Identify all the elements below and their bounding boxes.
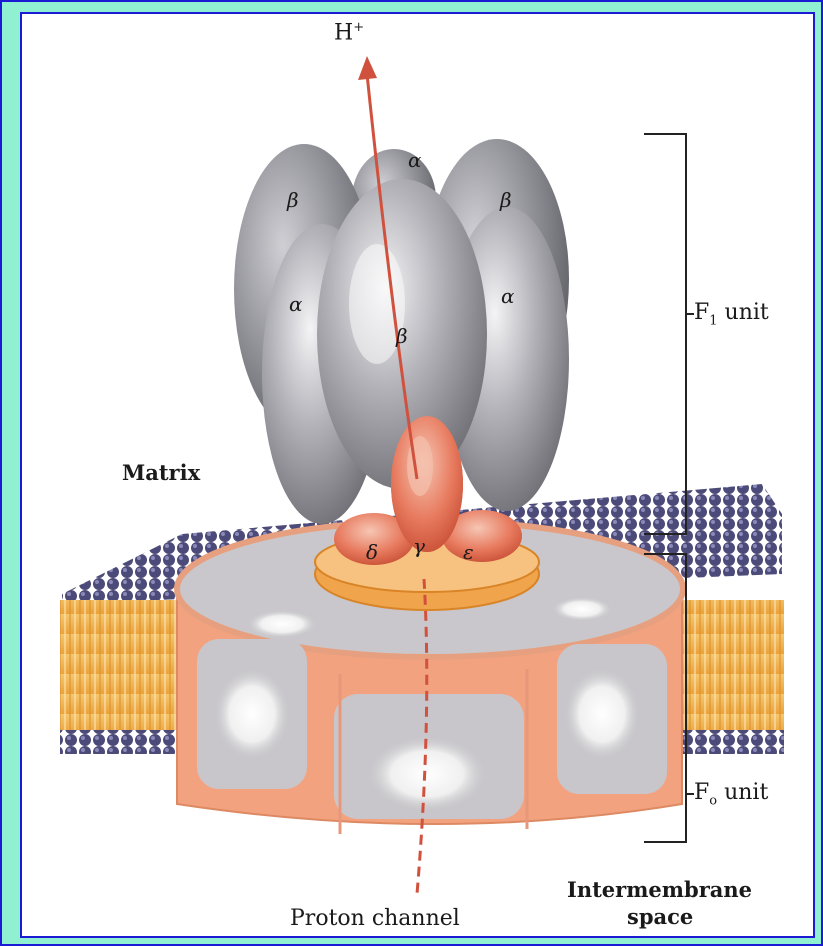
beta-label-right: β (500, 188, 512, 212)
proton-channel-label: Proton channel (290, 906, 460, 931)
intermembrane-label-line1: Intermembrane (567, 877, 752, 902)
diagram-panel: H+ α β β α α β δ γ ε F1 unit Fo unit Mat… (20, 12, 815, 938)
beta-label-front: β (396, 324, 408, 348)
epsilon-label: ε (463, 540, 474, 564)
beta-label-left: β (287, 188, 299, 212)
alpha-label-right: α (501, 284, 515, 308)
f1-bracket (644, 134, 694, 534)
alpha-label-left: α (289, 292, 303, 316)
delta-label: δ (366, 540, 378, 564)
proton-label: H+ (334, 20, 364, 45)
alpha-label-back: α (408, 148, 422, 172)
intermembrane-label-line2: space (627, 904, 693, 929)
gamma-label: γ (413, 534, 425, 558)
f1-unit-label: F1 unit (694, 300, 769, 328)
matrix-label: Matrix (122, 460, 200, 485)
fo-unit-label: Fo unit (694, 780, 768, 808)
proton-arrowhead (358, 56, 377, 80)
